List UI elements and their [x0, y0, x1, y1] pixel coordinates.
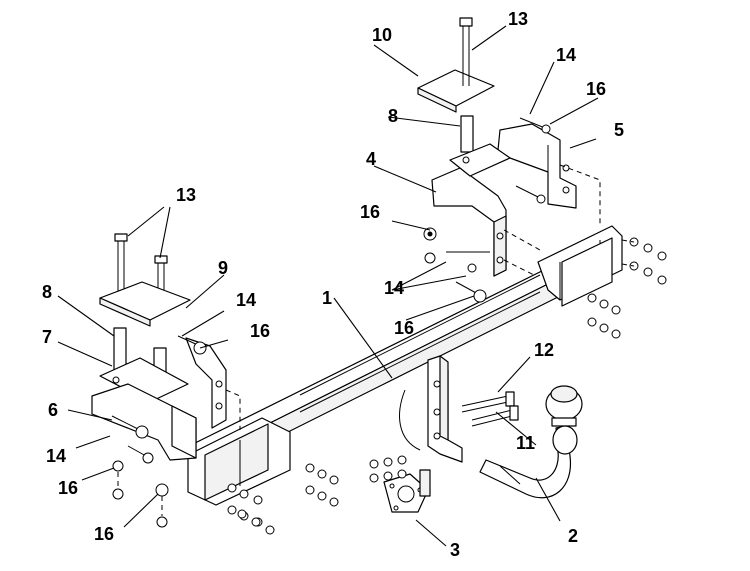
callout-6: 6	[48, 400, 58, 420]
callout-16-left-mid: 16	[58, 478, 78, 498]
callout-14-center: 14	[384, 278, 404, 298]
callout-16-upper-right: 16	[586, 79, 606, 99]
callout-1: 1	[322, 288, 332, 308]
tow-ball-neck	[479, 385, 583, 499]
callout-16-right-washer: 16	[360, 202, 380, 222]
callout-labels: 1 2 3 4 5 6 7 8 8 9 10 11 12 13 13 14 14…	[42, 9, 624, 560]
right-hardware	[423, 227, 667, 339]
callout-11: 11	[516, 433, 535, 453]
callout-3: 3	[450, 540, 460, 560]
callout-16-left-upper: 16	[250, 321, 270, 341]
callout-13-left: 13	[176, 185, 196, 205]
callout-8-right: 8	[388, 106, 398, 126]
right-upper-assembly	[417, 17, 601, 277]
callout-16-left-bottom: 16	[94, 524, 114, 544]
callout-10: 10	[372, 25, 392, 45]
callout-14-upper-right: 14	[556, 45, 576, 65]
callout-7: 7	[42, 327, 52, 347]
left-assembly	[91, 233, 339, 535]
main-crossbar	[184, 225, 623, 506]
callout-4: 4	[366, 149, 376, 169]
callout-2: 2	[568, 526, 578, 546]
center-bracket	[399, 355, 463, 463]
socket-plate	[369, 455, 431, 513]
callout-14-left-lower: 14	[46, 446, 66, 466]
callout-12: 12	[534, 340, 554, 360]
callout-5: 5	[614, 120, 624, 140]
callout-8-left: 8	[42, 282, 52, 302]
callout-16-center: 16	[394, 318, 414, 338]
callout-9: 9	[218, 258, 228, 278]
bolts-11-12	[461, 391, 519, 427]
callout-13-right: 13	[508, 9, 528, 29]
callout-14-left-upper: 14	[236, 290, 256, 310]
leader-lines	[57, 25, 599, 547]
